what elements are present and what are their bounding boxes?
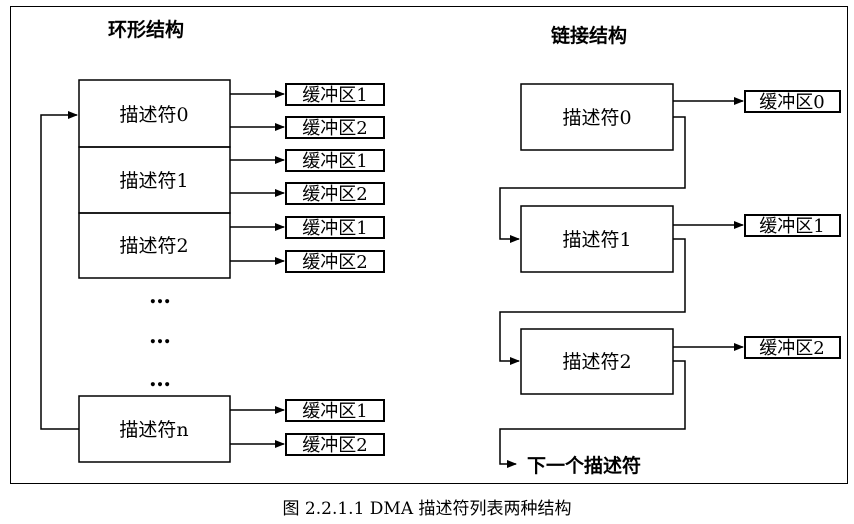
chain-link-arrow <box>499 238 686 365</box>
buffer-label: 缓冲区2 <box>302 118 367 139</box>
ring-descriptor-label: 描述符0 <box>119 104 188 126</box>
ring-descriptor-box-2 <box>78 212 231 279</box>
buffer-label: 缓冲区1 <box>302 85 367 106</box>
chain-descriptor-label: 描述符0 <box>562 107 631 129</box>
ellipsis: … <box>149 283 171 309</box>
buffer-label: 缓冲区0 <box>759 92 824 113</box>
buffer-box <box>285 250 385 273</box>
diagram-frame <box>10 6 848 484</box>
buffer-box <box>744 90 841 113</box>
ring-descriptor-label: 描述符n <box>119 419 188 441</box>
ring-descriptor-label: 描述符1 <box>119 170 188 192</box>
buffer-label: 缓冲区2 <box>759 338 824 359</box>
buffer-label: 缓冲区1 <box>302 151 367 172</box>
buffer-label: 缓冲区1 <box>302 218 367 239</box>
buffer-label: 缓冲区1 <box>759 216 824 237</box>
buffer-box <box>285 399 385 422</box>
ellipsis: … <box>149 366 171 392</box>
chain-descriptor-label: 描述符1 <box>562 229 631 251</box>
buffer-label: 缓冲区2 <box>302 252 367 273</box>
buffer-box <box>285 182 385 205</box>
buffer-box <box>285 83 385 106</box>
buffer-box <box>285 149 385 172</box>
buffer-label: 缓冲区2 <box>302 435 367 456</box>
chain-descriptor-label: 描述符2 <box>562 351 631 373</box>
ellipsis: … <box>149 323 171 349</box>
next-descriptor-label: 下一个描述符 <box>527 454 641 477</box>
chain-next-arrow <box>499 360 686 468</box>
buffer-label: 缓冲区2 <box>302 184 367 205</box>
buffer-box <box>285 433 385 456</box>
ring-structure: 描述符0 描述符1 描述符2 描述符n … … … 缓冲区1 缓冲区2 缓冲区1… <box>40 79 385 463</box>
buffer-box <box>285 116 385 139</box>
buffer-box <box>285 216 385 239</box>
chain-structure: 描述符0 描述符1 描述符2 下一个描述符 缓冲区0 缓冲区1 缓冲区2 <box>499 83 841 477</box>
ring-descriptor-label: 描述符2 <box>119 235 188 257</box>
figure-caption: 图 2.2.1.1 DMA 描述符列表两种结构 <box>282 499 572 519</box>
chain-title: 链接结构 <box>551 24 627 47</box>
buffer-box <box>744 214 841 237</box>
buffer-box <box>744 336 841 359</box>
ring-loop-arrow <box>40 111 79 430</box>
chain-link-arrow <box>499 116 686 243</box>
ring-title: 环形结构 <box>108 18 184 41</box>
buffer-label: 缓冲区1 <box>302 401 367 422</box>
